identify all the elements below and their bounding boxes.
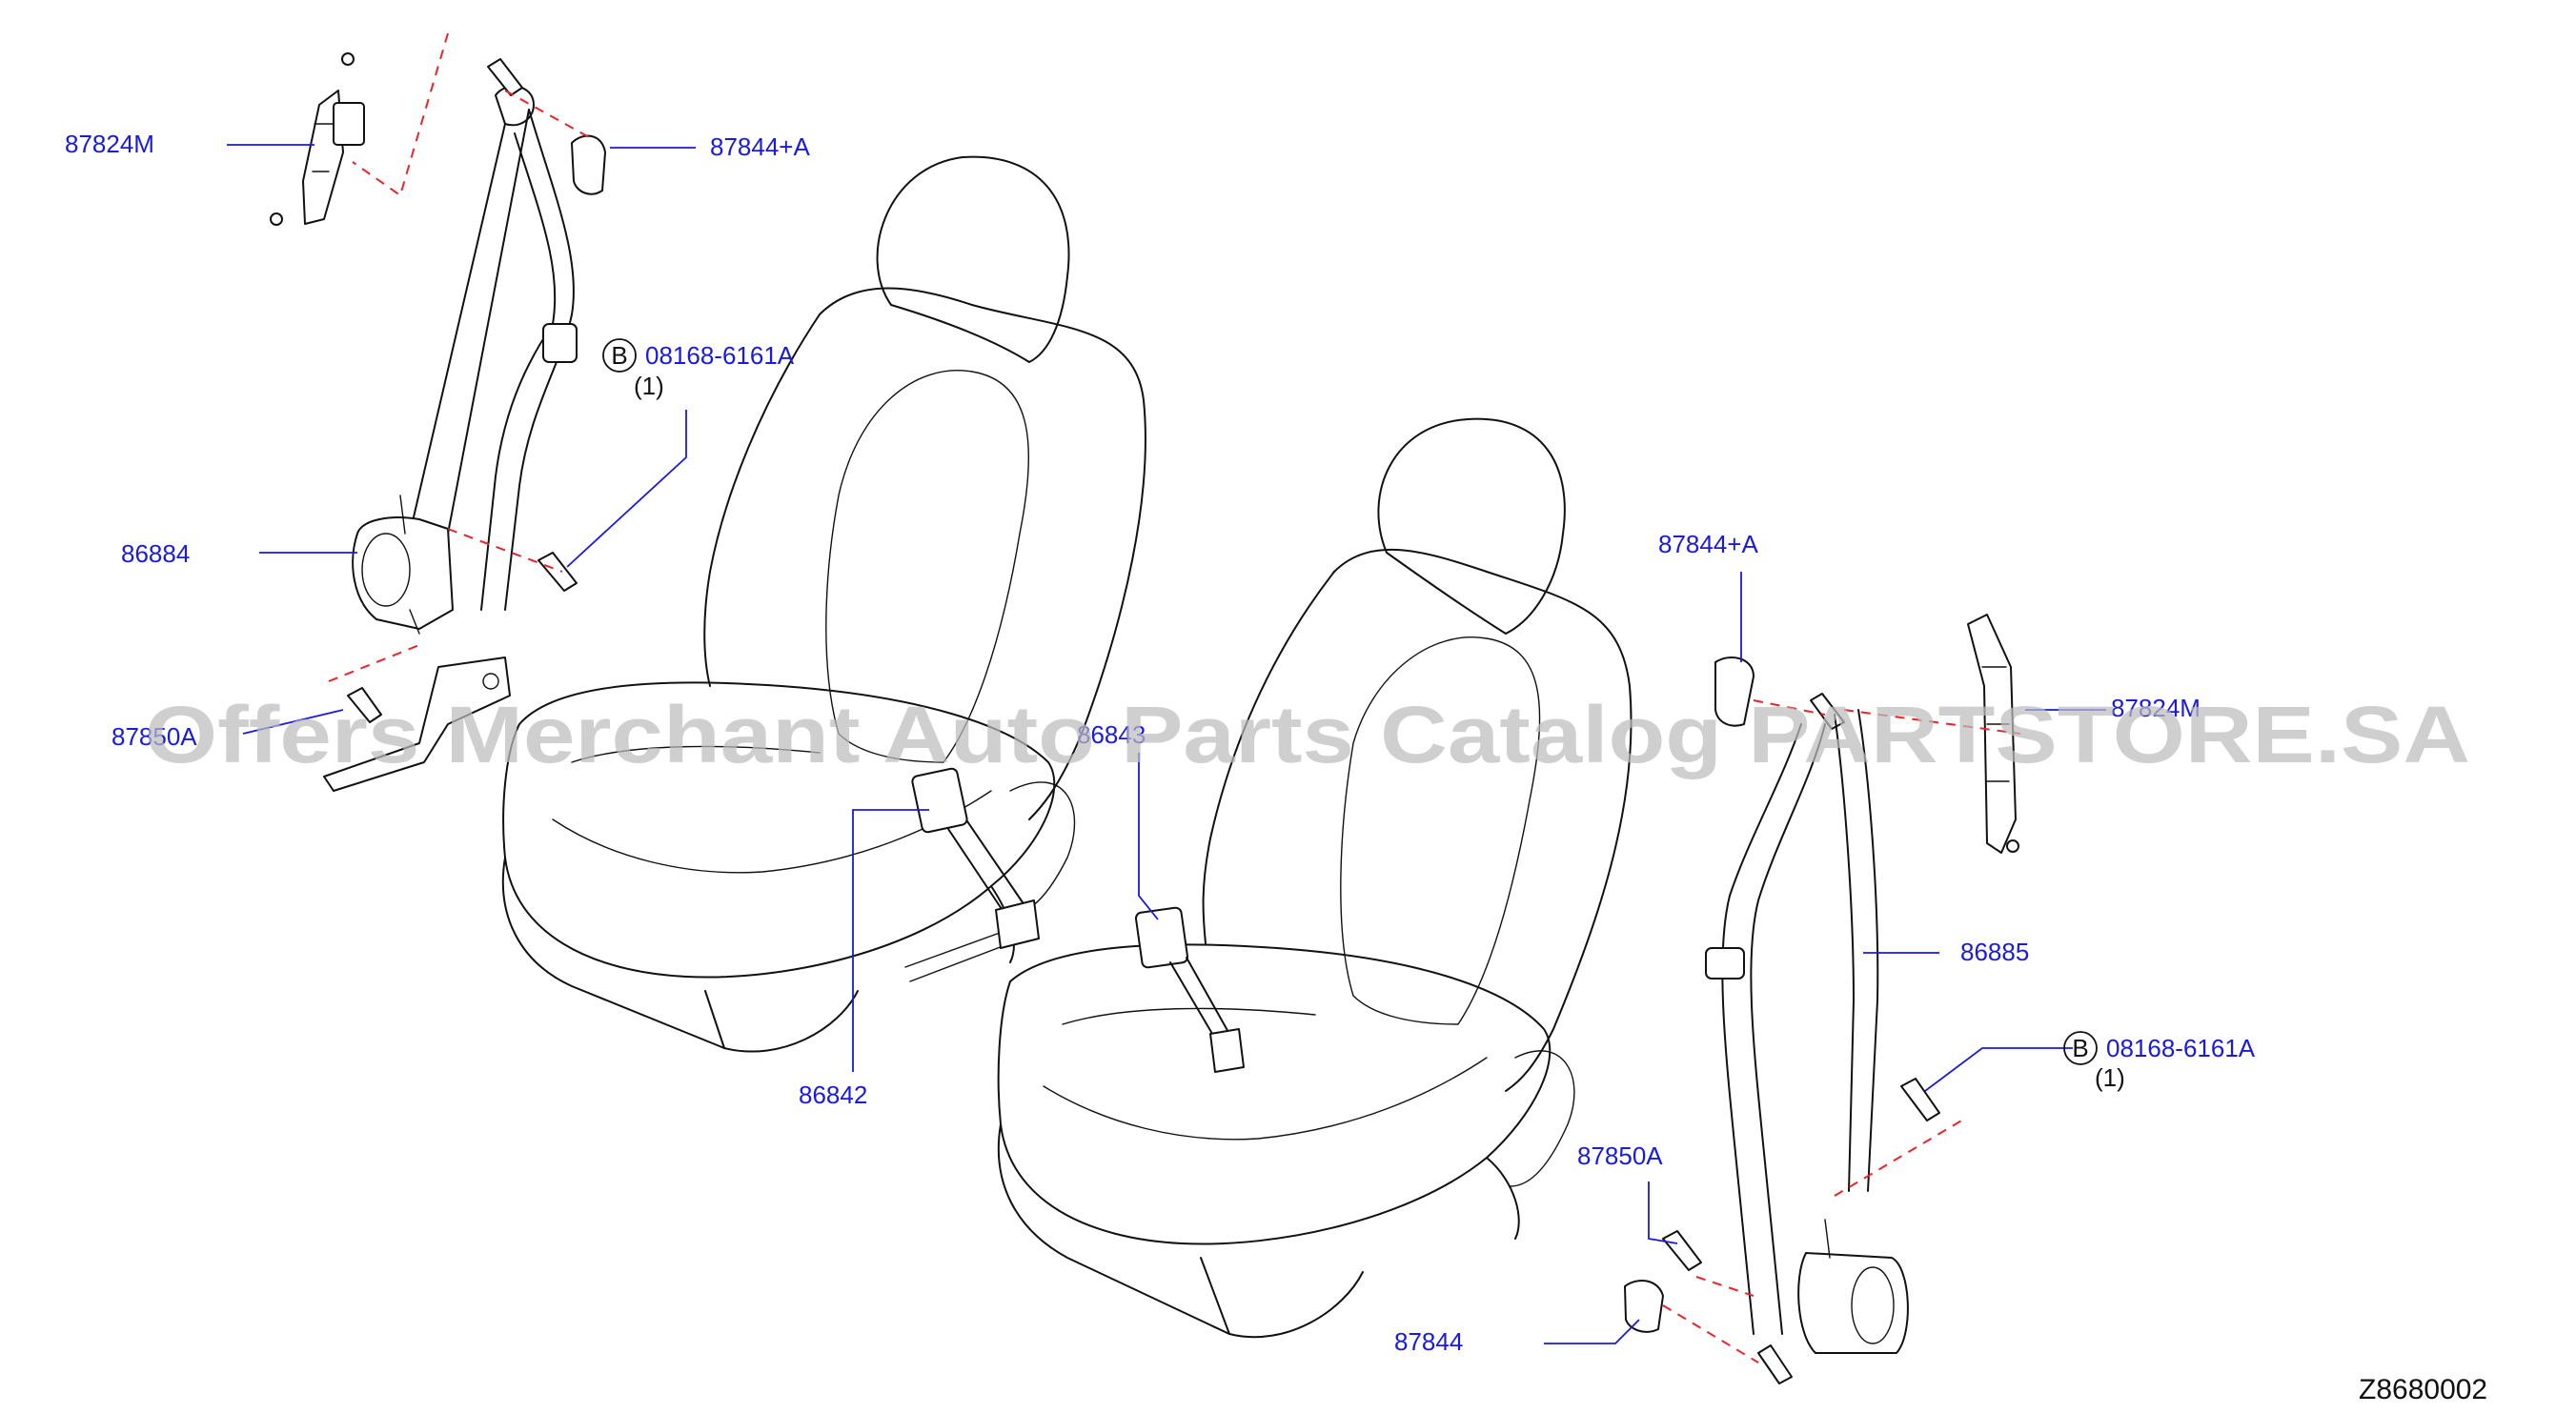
watermark-text: Offers Merchant Auto Parts Catalog PARTS…	[145, 690, 2470, 779]
label-87824m-right: 87824M	[2111, 694, 2201, 722]
leader-lines	[227, 144, 2106, 1344]
label-86842: 86842	[799, 1081, 867, 1109]
label-87844a-right: 87844+A	[1658, 530, 1758, 558]
label-qty-left: (1)	[634, 372, 664, 400]
assembly-lines	[328, 32, 2021, 1364]
left-belt-assembly	[270, 52, 606, 792]
bolt-symbol-left: B	[611, 341, 627, 370]
right-buckle	[1134, 906, 1245, 1073]
bolt-symbol-right: B	[2072, 1034, 2088, 1062]
label-qty-right: (1)	[2095, 1063, 2125, 1092]
right-seat	[997, 417, 1633, 1339]
bolt-symbol-circle-right	[2063, 1031, 2098, 1065]
callout-labels: 87824M 87844+A B 08168-6161A (1) 86884 8…	[65, 130, 2256, 1356]
bolt-symbol-circle-left	[602, 338, 637, 373]
label-86843: 86843	[1077, 720, 1146, 749]
left-seat	[501, 155, 1146, 1053]
diagram-number: Z8680002	[2359, 1374, 2487, 1405]
label-87824m-left: 87824M	[65, 130, 154, 158]
left-buckle	[911, 767, 1040, 949]
label-86885: 86885	[1960, 938, 2029, 966]
label-87844: 87844	[1394, 1327, 1463, 1356]
label-87844a-left: 87844+A	[710, 132, 810, 161]
label-87850a-left: 87850A	[112, 722, 197, 751]
right-belt-assembly	[1624, 614, 2019, 1384]
label-86884: 86884	[121, 539, 190, 568]
label-87850a-right: 87850A	[1577, 1141, 1663, 1170]
label-08168-6161a-left: 08168-6161A	[645, 341, 795, 370]
label-08168-6161a-right: 08168-6161A	[2106, 1034, 2256, 1062]
